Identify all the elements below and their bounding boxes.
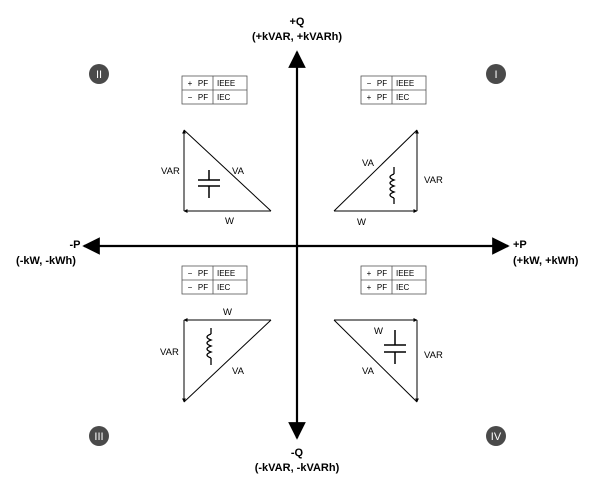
label-text: IEC bbox=[396, 93, 410, 102]
quadrant-badge-ii: II bbox=[89, 64, 109, 84]
label-text: W bbox=[225, 216, 234, 227]
axis-label-left: -P (-kW, -kWh) bbox=[16, 239, 80, 267]
label-text: IEEE bbox=[217, 79, 235, 88]
label-text: − bbox=[188, 283, 193, 292]
quadrant-badge-i: I bbox=[486, 64, 506, 84]
label-text: VAR bbox=[161, 166, 180, 177]
label-text: PF bbox=[377, 79, 387, 88]
axis-label-right: +P (+kW, +kWh) bbox=[513, 239, 579, 267]
label-text: − bbox=[188, 93, 193, 102]
va-vector bbox=[183, 129, 272, 212]
pf-table-q2: + PF IEEE − PF IEC bbox=[181, 75, 248, 105]
triangle-q1: VAR VA W bbox=[333, 129, 443, 228]
label-text: − bbox=[188, 269, 193, 278]
label-text: VAR bbox=[160, 347, 179, 358]
axis-label-top: +Q (+kVAR, +kVARh) bbox=[252, 16, 342, 43]
label-text: PF bbox=[377, 283, 387, 292]
label-text: III bbox=[94, 431, 103, 443]
label-text: (-kW, -kWh) bbox=[16, 255, 76, 267]
label-text: + bbox=[367, 93, 372, 102]
triangle-q4: VAR VA W bbox=[333, 318, 443, 403]
inductor-icon bbox=[206, 328, 213, 365]
label-text: IEEE bbox=[217, 269, 235, 278]
label-text: VA bbox=[232, 366, 245, 377]
label-text: IEC bbox=[396, 283, 410, 292]
capacitor-icon bbox=[198, 170, 220, 198]
axis-label-bottom: -Q (-kVAR, -kVARh) bbox=[255, 447, 340, 474]
label-text: + bbox=[367, 269, 372, 278]
label-text: PF bbox=[377, 269, 387, 278]
label-text: I bbox=[494, 69, 497, 81]
label-text: PF bbox=[198, 79, 208, 88]
label-text: -Q bbox=[291, 447, 304, 459]
label-text: II bbox=[96, 69, 102, 81]
label-text: IEEE bbox=[396, 269, 414, 278]
label-text: (+kVAR, +kVARh) bbox=[252, 31, 342, 43]
label-text: (+kW, +kWh) bbox=[513, 255, 579, 267]
label-text: − bbox=[367, 79, 372, 88]
label-text: IEC bbox=[217, 93, 231, 102]
va-vector bbox=[333, 129, 418, 212]
label-text: VAR bbox=[424, 350, 443, 361]
label-text: VA bbox=[362, 158, 375, 169]
va-vector bbox=[333, 319, 418, 403]
label-text: VAR bbox=[424, 175, 443, 186]
label-text: PF bbox=[198, 93, 208, 102]
label-text: + bbox=[367, 283, 372, 292]
label-text: +P bbox=[513, 239, 527, 251]
label-text: PF bbox=[377, 93, 387, 102]
inductor-icon bbox=[389, 167, 396, 204]
label-text: VA bbox=[362, 366, 375, 377]
triangle-q2: VAR VA W bbox=[161, 129, 272, 227]
triangle-q3: VAR VA W bbox=[160, 307, 272, 403]
quadrant-badge-iii: III bbox=[89, 426, 109, 446]
label-text: PF bbox=[198, 283, 208, 292]
label-text: VA bbox=[232, 166, 245, 177]
label-text: IV bbox=[491, 431, 502, 443]
pf-table-q4: + PF IEEE + PF IEC bbox=[360, 265, 427, 295]
label-text: IEC bbox=[217, 283, 231, 292]
pf-table-q1: − PF IEEE + PF IEC bbox=[360, 75, 427, 105]
quadrant-badge-iv: IV bbox=[486, 426, 506, 446]
label-text: W bbox=[357, 217, 366, 228]
label-text: +Q bbox=[290, 16, 305, 28]
va-vector bbox=[183, 319, 272, 403]
label-text: + bbox=[188, 79, 193, 88]
label-text: -P bbox=[70, 239, 81, 251]
pf-table-q3: − PF IEEE − PF IEC bbox=[181, 265, 248, 295]
label-text: PF bbox=[198, 269, 208, 278]
label-text: IEEE bbox=[396, 79, 414, 88]
label-text: W bbox=[223, 307, 232, 318]
capacitor-icon bbox=[384, 330, 406, 364]
label-text: W bbox=[374, 326, 383, 337]
label-text: (-kVAR, -kVARh) bbox=[255, 462, 340, 474]
